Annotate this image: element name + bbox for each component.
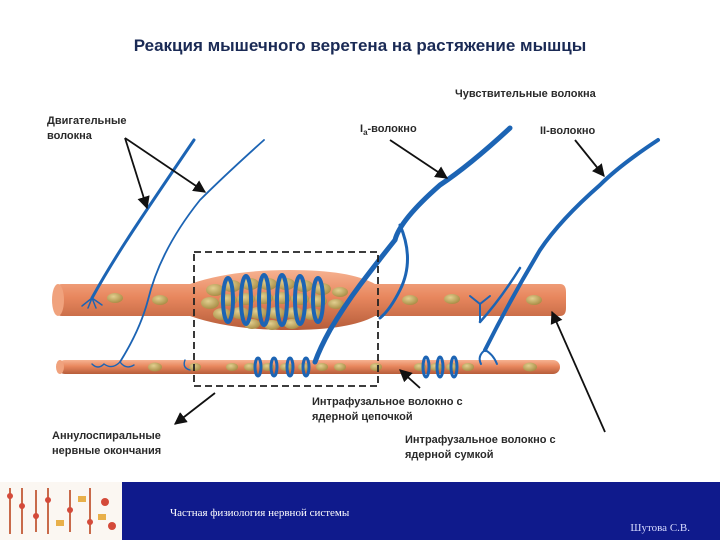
label-chain-fiber-1: Интрафузальное волокно с xyxy=(312,396,463,408)
label-bag-fiber-1: Интрафузальное волокно с xyxy=(405,434,556,446)
ii-sensory-fiber xyxy=(421,138,660,379)
dashed-region-box xyxy=(193,251,379,387)
footer-course-title: Частная физиология нервной системы xyxy=(170,507,350,519)
muscle-spindle-diagram: Двигательные волокна Чувствительные воло… xyxy=(47,88,660,461)
footer: Частная физиология нервной системы Шутов… xyxy=(0,482,720,540)
ia-sensory-fiber xyxy=(221,125,513,378)
nuclear-bag-fiber xyxy=(52,270,566,330)
label-motor-fibers-2: волокна xyxy=(47,130,93,142)
label-annulospiral-2: нервные окончания xyxy=(52,445,161,457)
pointer-arrows xyxy=(124,137,606,433)
label-annulospiral-1: Аннулоспиральные xyxy=(52,430,161,442)
footer-band xyxy=(122,482,720,540)
label-ii-fiber: II-волокно xyxy=(540,125,596,137)
label-chain-fiber-2: ядерной цепочкой xyxy=(312,411,413,423)
footer-thumbnail-image xyxy=(0,482,122,540)
label-motor-fibers-1: Двигательные xyxy=(47,115,126,127)
slide-title: Реакция мышечного веретена на растяжение… xyxy=(133,36,587,55)
motor-nerve-fibers xyxy=(81,138,265,371)
label-bag-fiber-2: ядерной сумкой xyxy=(405,449,494,461)
label-ia-fiber: Ia-волокно xyxy=(360,123,417,137)
footer-author: Шутова С.В. xyxy=(630,522,690,534)
label-sensory-fibers: Чувствительные волокна xyxy=(455,88,597,100)
